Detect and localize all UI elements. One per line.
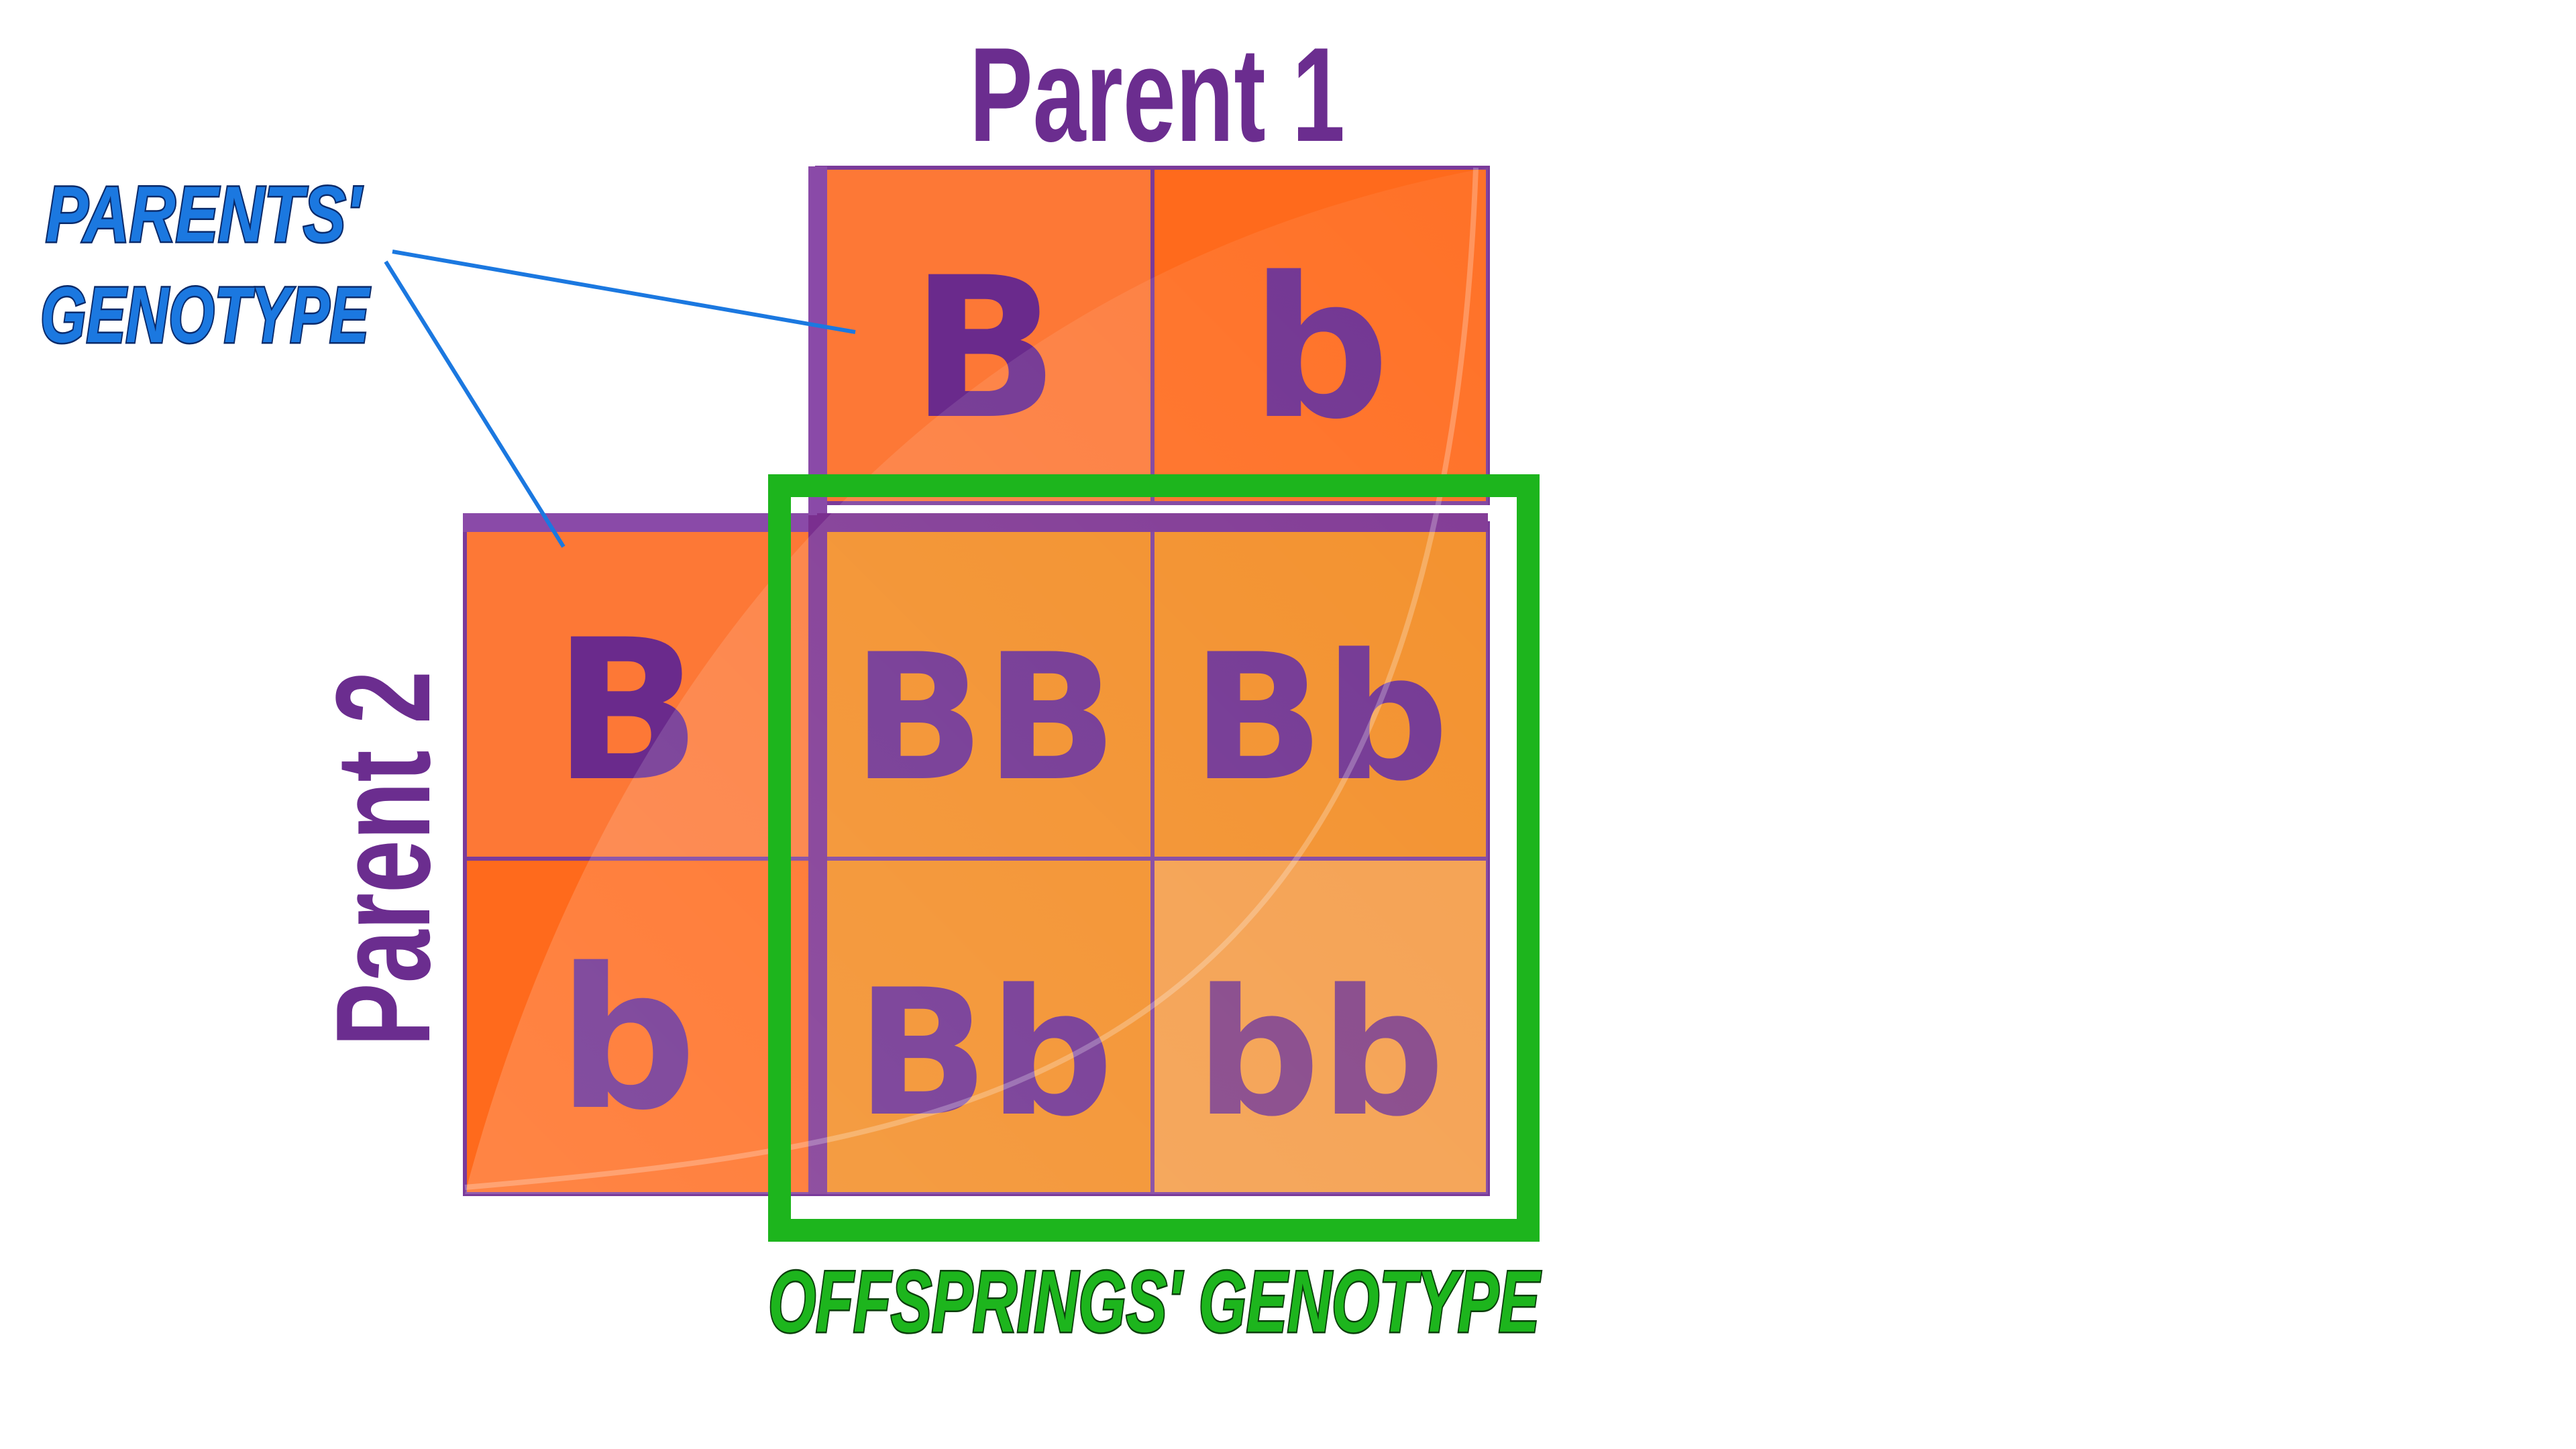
parents-genotype-callout: PARENTS' GENOTYPE (39, 169, 856, 548)
callout-pointer-parent2 (384, 260, 566, 548)
gloss-curve (464, 167, 1479, 1190)
callout-line-1: PARENTS' (46, 170, 363, 259)
gloss-overlay (465, 168, 1488, 1194)
parent1-label: Parent 1 (969, 20, 1345, 170)
offspring-highlight-box (768, 474, 1540, 1242)
parent2-top-bar (463, 513, 825, 532)
offspring-genotype-label: OFFSPRINGS' GENOTYPE (768, 1252, 1541, 1350)
callout-pointer-parent1 (392, 250, 856, 334)
parent2-label: Parent 2 (309, 671, 458, 1046)
callout-line-2: GENOTYPE (40, 271, 370, 360)
parent1-left-bar (808, 166, 827, 515)
